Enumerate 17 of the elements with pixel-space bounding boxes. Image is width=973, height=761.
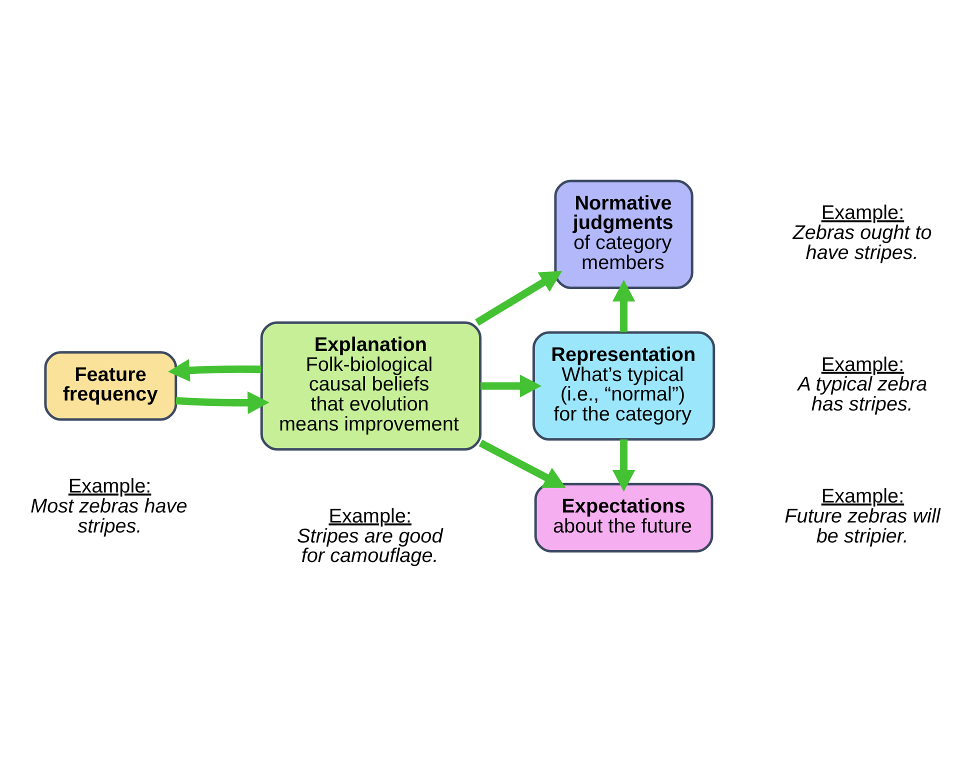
node-box: Feature frequency: [44, 350, 178, 420]
arrow: [478, 439, 566, 488]
arrow: [474, 270, 562, 326]
arrow: [480, 374, 542, 397]
node-label: Example:: [328, 504, 412, 527]
node-label: Example:: [821, 485, 904, 508]
node-label: Example:: [68, 475, 152, 498]
node-box: Explanation Folk-biological causal beliefs that evolution means improvement: [260, 320, 482, 450]
node-box: Representation What’s typical (i.e., “normal”) for the category: [532, 330, 716, 440]
node-label: Example:: [821, 353, 904, 376]
arrow: [176, 390, 270, 414]
arrow: [612, 279, 636, 332]
node-box: Expectations about the future: [534, 482, 714, 552]
node-box: Normative judgments of category members: [554, 179, 694, 289]
arrow: [612, 438, 636, 492]
node-label: Example:: [821, 202, 904, 224]
arrow: [168, 358, 262, 382]
